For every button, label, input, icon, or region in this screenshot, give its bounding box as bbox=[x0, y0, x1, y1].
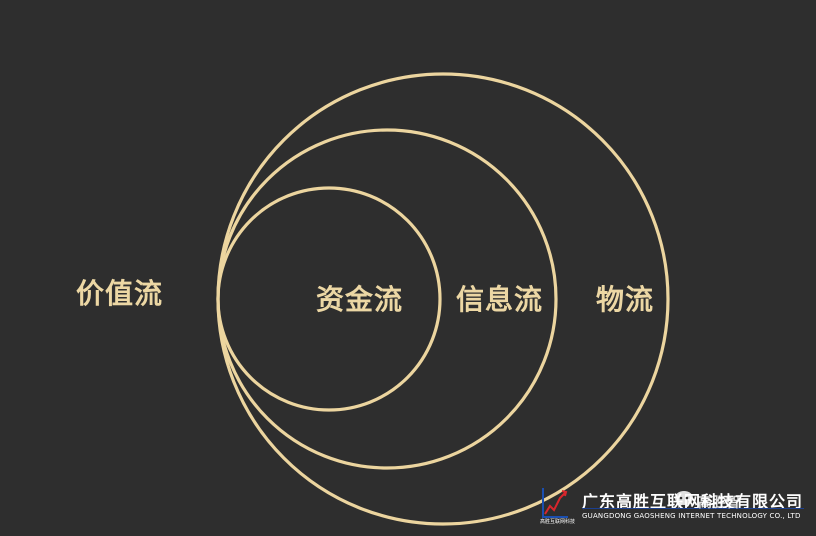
channel-name: 高胜智 bbox=[698, 495, 740, 511]
value-flow-label: 价值流 bbox=[76, 277, 164, 310]
chat-bubble-icon bbox=[675, 491, 693, 508]
logistics-flow-label: 物流 bbox=[596, 283, 655, 316]
information-flow-label: 信息流 bbox=[456, 283, 544, 316]
capital-flow-label: 资金流 bbox=[316, 283, 404, 316]
company-logo-icon bbox=[542, 488, 568, 518]
watermark-divider bbox=[582, 508, 804, 509]
company-name-en: GUANGDONG GAOSHENG INTERNET TECHNOLOGY C… bbox=[582, 512, 801, 520]
logo-caption: 高胜互联网科技 bbox=[540, 519, 576, 525]
company-watermark: 高胜互联网科技 广东高胜互联网科技有限公司 GUANGDONG GAOSHENG… bbox=[540, 482, 816, 536]
company-name-cn: 广东高胜互联网科技有限公司 bbox=[582, 492, 804, 511]
inner-circle-capital bbox=[216, 186, 442, 412]
